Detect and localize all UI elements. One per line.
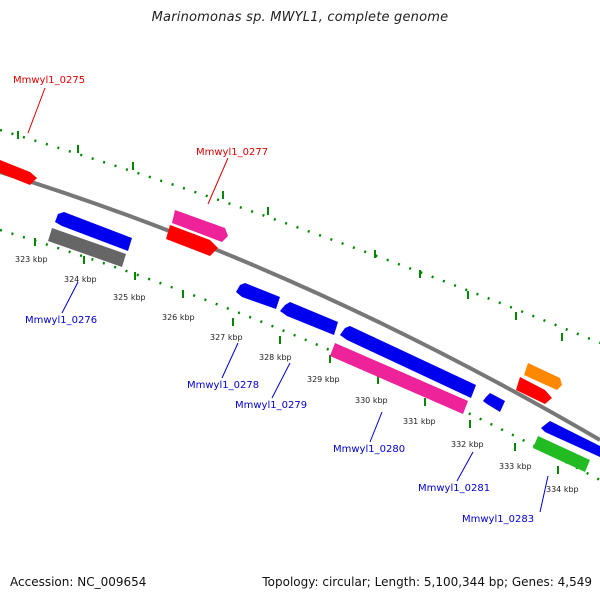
gene-label-mmwyl1-0279[interactable]: Mmwyl1_0279 [235,400,307,411]
gene-mmwyl1-0281-arrow[interactable] [483,393,505,412]
gene-mmwyl1-0279-arrow[interactable] [280,302,338,335]
tick-label-332: 332 kbp [451,440,484,449]
gene-mmwyl1-0276-gray[interactable] [48,228,126,267]
reverse-genes [48,212,600,472]
forward-ruler-major-ticks [17,131,563,341]
gene-mmwyl1-0280-blue-arrow[interactable] [340,326,476,398]
gene-label-mmwyl1-0276[interactable]: Mmwyl1_0276 [25,315,97,326]
tick-label-326: 326 kbp [162,313,195,322]
tick-label-328: 328 kbp [259,353,292,362]
tick-label-330: 330 kbp [355,396,388,405]
reverse-dotted-ruler [0,228,600,482]
tick-label-333: 333 kbp [499,462,532,471]
tick-label-334: 334 kbp [546,485,579,494]
gene-label-mmwyl1-0280[interactable]: Mmwyl1_0280 [333,444,405,455]
forward-genes [0,160,562,404]
gene-labels: Mmwyl1_0275 Mmwyl1_0277 Mmwyl1_0276 Mmwy… [13,75,534,525]
gene-mmwyl1-0280-pink[interactable] [330,343,468,414]
reverse-ruler-major-ticks [34,238,559,474]
tick-label-324: 324 kbp [64,275,97,284]
gene-mmwyl1-0283-blue-arrow[interactable] [541,421,600,457]
gene-mmwyl1-0278-arrow[interactable] [236,283,280,309]
tick-label-331: 331 kbp [403,417,436,426]
genome-title: Marinomonas sp. MWYL1, complete genome [151,10,449,25]
accession-text: Accession: NC_009654 [10,575,147,589]
gene-red-forward-arrow-2[interactable] [516,377,552,404]
gene-label-mmwyl1-0278[interactable]: Mmwyl1_0278 [187,380,259,391]
gene-red-forward-arrow[interactable] [166,225,218,256]
tick-label-327: 327 kbp [210,333,243,342]
gene-label-mmwyl1-0275[interactable]: Mmwyl1_0275 [13,75,85,86]
gene-mmwyl1-0275-arrow[interactable] [0,160,37,185]
gene-label-mmwyl1-0283[interactable]: Mmwyl1_0283 [462,514,534,525]
gene-orange-forward-arrow[interactable] [524,363,562,390]
leader-lines-reverse [61,281,549,513]
tick-label-329: 329 kbp [307,375,340,384]
genome-backbone [0,170,600,442]
gene-label-mmwyl1-0281[interactable]: Mmwyl1_0281 [418,483,490,494]
gene-label-mmwyl1-0277[interactable]: Mmwyl1_0277 [196,147,268,158]
gene-mmwyl1-0276-blue-arrow[interactable] [55,212,132,251]
leader-lines-forward [27,87,229,205]
genome-summary-text: Topology: circular; Length: 5,100,344 bp… [262,575,592,589]
gene-mmwyl1-0277-arrow[interactable] [172,210,228,242]
gene-mmwyl1-0283-green[interactable] [533,436,590,472]
ruler-tick-labels: 323 kbp 324 kbp 325 kbp 326 kbp 327 kbp … [15,255,579,494]
tick-label-325: 325 kbp [113,293,146,302]
tick-label-323: 323 kbp [15,255,48,264]
